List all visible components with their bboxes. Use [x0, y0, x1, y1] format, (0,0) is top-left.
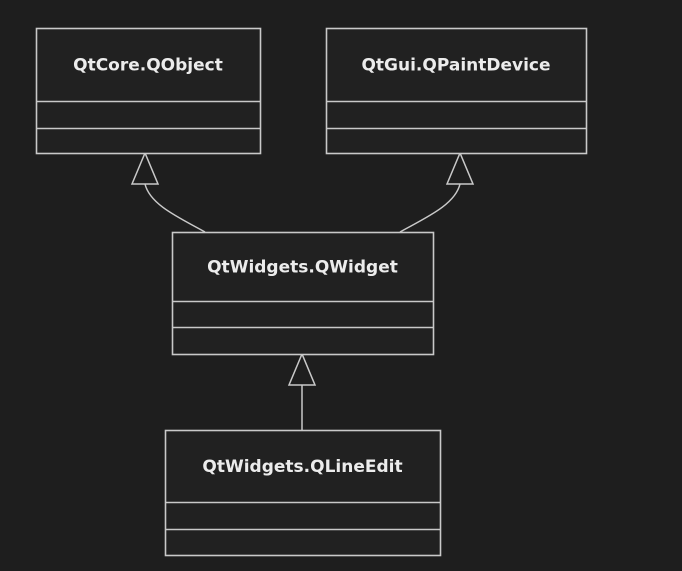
uml-class-box-qobject[interactable]: QtCore.QObject [35, 27, 262, 155]
generalization-edge-qwidget-to-qobject [130, 151, 206, 233]
uml-class-box-qwidget[interactable]: QtWidgets.QWidget [171, 231, 435, 356]
edge-line [399, 183, 461, 233]
generalization-edge-qwidget-to-qpaintdevice [399, 151, 475, 233]
class-name-label: QtGui.QPaintDevice [361, 56, 550, 76]
edge-line [144, 183, 206, 233]
inheritance-arrowhead-icon [445, 151, 475, 185]
class-box-outline[interactable] [171, 231, 435, 356]
class-name-label: QtWidgets.QWidget [207, 258, 398, 278]
class-box-outline[interactable] [325, 27, 588, 155]
inheritance-arrowhead-icon [130, 151, 160, 185]
generalization-edge-qlineedit-to-qwidget [287, 352, 317, 430]
inheritance-arrowhead-icon [287, 352, 317, 386]
classes-layer: QtCore.QObject QtGui.QPaintDeviceQtWidget… [35, 27, 588, 557]
class-name-label: QtWidgets.QLineEdit [202, 457, 402, 477]
uml-class-box-qlineedit[interactable]: QtWidgets.QLineEdit [164, 429, 442, 557]
class-box-outline[interactable] [164, 429, 442, 557]
relationships-layer [130, 151, 475, 430]
class-box-outline[interactable] [35, 27, 262, 155]
uml-class-box-qpaintdevice[interactable]: QtGui.QPaintDevice [325, 27, 588, 155]
class-name-label: QtCore.QObject [73, 56, 223, 76]
